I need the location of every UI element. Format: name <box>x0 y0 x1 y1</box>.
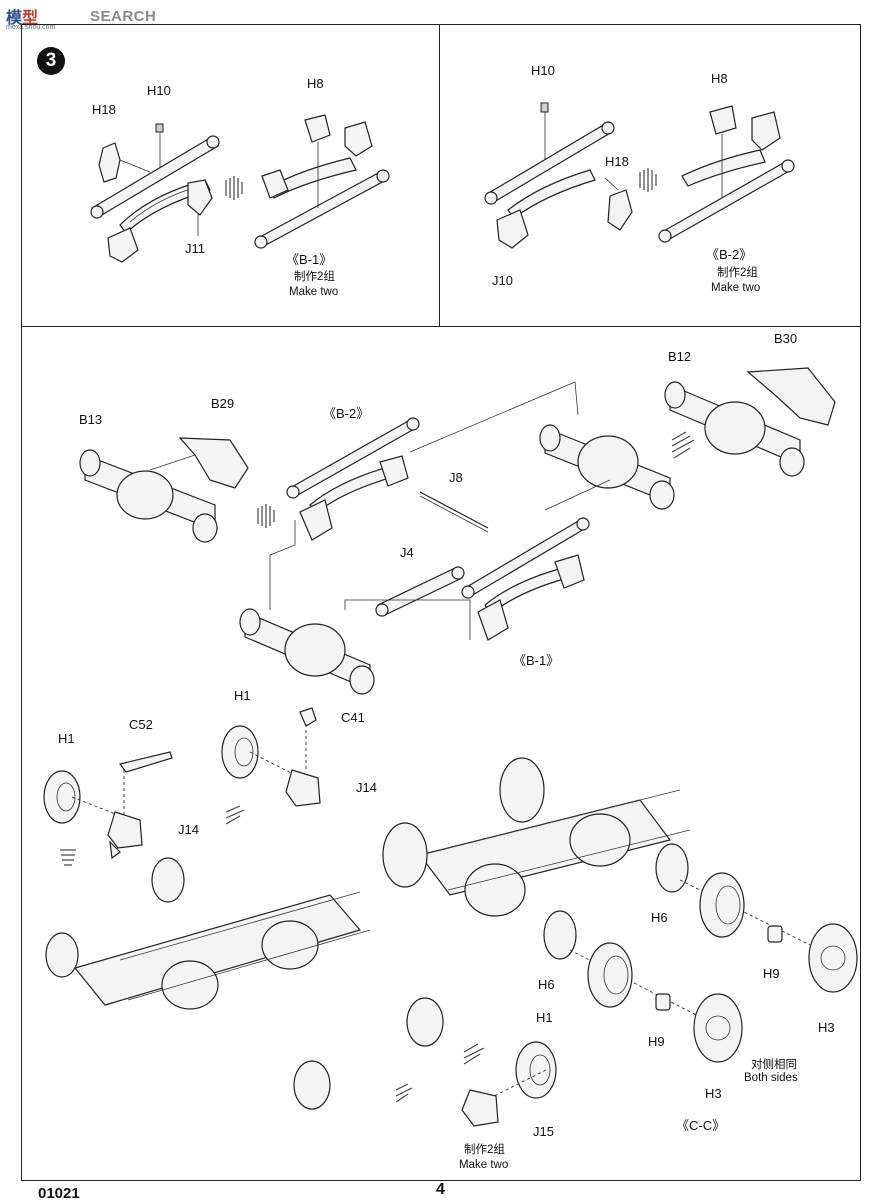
watermark-brand: SEARCH <box>90 8 157 25</box>
watermark-glyph: 模型 <box>6 10 39 27</box>
label-h6: H6 <box>538 977 555 992</box>
wheel-arrow-left-1 <box>225 805 245 825</box>
note-make-two-en: Make two <box>711 282 761 294</box>
note-make-two-en: Make two <box>289 286 339 298</box>
label-h10: H10 <box>531 63 555 78</box>
label-h9: H9 <box>763 966 780 981</box>
label-h8: H8 <box>711 71 728 86</box>
watermark-logo: 模型 moxa.shou.com SEARCH <box>4 2 174 32</box>
note-make-two-en: Make two <box>459 1159 509 1171</box>
page-number: 4 <box>436 1181 445 1198</box>
note-make-two-cn: 制作2组 <box>717 267 758 279</box>
wheel-arrow-down-1 <box>60 849 76 866</box>
label-b30: B30 <box>774 331 798 346</box>
label-b2-ref: 《B-2》 <box>323 406 370 421</box>
label-j4: J4 <box>400 545 414 560</box>
wheel-arrow-left-2 <box>463 1043 485 1065</box>
label-b13: B13 <box>79 412 103 427</box>
panel-a-arrow <box>225 176 243 200</box>
main-frame <box>21 326 861 1181</box>
label-h1: H1 <box>234 688 251 703</box>
label-h10: H10 <box>147 83 171 98</box>
label-b12: B12 <box>668 349 692 364</box>
note-both-sides-cn: 对侧相同 <box>751 1059 797 1071</box>
label-h9: H9 <box>648 1034 665 1049</box>
main-arrow-2 <box>671 431 695 459</box>
panel-b-parts <box>484 102 795 249</box>
note-make-two-cn: 制作2组 <box>464 1144 505 1156</box>
label-h3: H3 <box>818 1020 835 1035</box>
label-c41: C41 <box>341 710 365 725</box>
label-j10: J10 <box>492 273 513 288</box>
main-arrow-1 <box>257 504 275 528</box>
label-h6: H6 <box>651 910 668 925</box>
panel-b-arrow <box>639 168 657 192</box>
note-make-two-cn: 制作2组 <box>294 271 335 283</box>
watermark-url: moxa.shou.com <box>6 24 56 31</box>
label-h1: H1 <box>58 731 75 746</box>
label-j11: J11 <box>185 241 205 256</box>
label-j14: J14 <box>356 780 377 795</box>
result-b1: 《B-1》 <box>286 252 333 267</box>
label-j15: J15 <box>533 1124 554 1139</box>
note-both-sides-en: Both sides <box>744 1072 798 1084</box>
label-b29: B29 <box>211 396 235 411</box>
label-h18: H18 <box>605 154 629 169</box>
main-axle-parts <box>79 367 836 695</box>
label-b1-ref: 《B-1》 <box>513 653 560 668</box>
step-number-badge: 3 <box>37 47 65 75</box>
label-h1: H1 <box>536 1010 553 1025</box>
product-code: 01021 <box>38 1185 80 1202</box>
label-j14: J14 <box>178 822 199 837</box>
label-c52: C52 <box>129 717 153 732</box>
label-h18: H18 <box>92 102 116 117</box>
label-cc-ref: 《C-C》 <box>676 1118 726 1133</box>
wheel-arrow-left-3 <box>395 1083 413 1103</box>
panel-a-parts <box>90 114 390 263</box>
label-h3: H3 <box>705 1086 722 1101</box>
label-h8: H8 <box>307 76 324 91</box>
label-j8: J8 <box>449 470 463 485</box>
wheel-parts <box>43 707 858 1127</box>
result-b2: 《B-2》 <box>706 247 753 262</box>
